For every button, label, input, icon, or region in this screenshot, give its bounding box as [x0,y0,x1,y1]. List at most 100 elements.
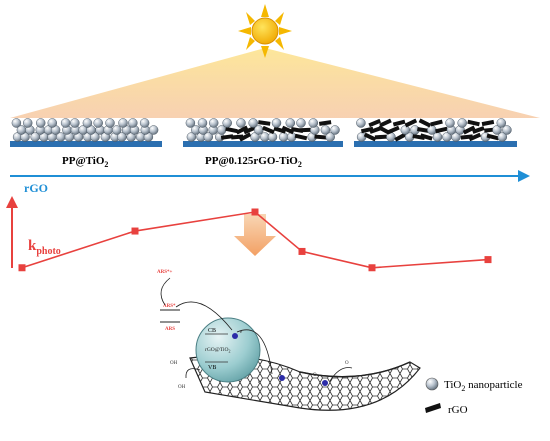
tio2-particle [93,118,103,128]
tio2-particle [497,132,508,142]
vb-label: VB [208,365,216,371]
e-label: e [240,330,243,335]
ars-star-label: ARS* [163,304,176,309]
tio2-particle [203,132,214,142]
rgo-flake [486,133,500,141]
rgo-flake [238,132,252,142]
kphoto-point [484,256,492,264]
tio2-legend-icon [425,377,439,391]
tio2-particle [451,132,461,142]
sun-icon [238,4,292,58]
rgo-flake [430,119,443,127]
rgo-flake [363,132,377,142]
rgo-flake [220,134,234,140]
kphoto-arrow [6,196,18,268]
particle-layer-1 [11,118,159,142]
rgo-flake [314,134,327,140]
particle-label: rGO@TiO2 [205,347,231,354]
rgo-flake [387,125,400,135]
tio2-particle [502,125,512,135]
rgo-flake [462,125,476,135]
rgo-flake [273,126,287,134]
ars-star-plus-label: ARS*+ [157,270,173,275]
down-arrow [234,214,276,256]
rgo-flake [472,126,485,134]
kphoto-point [368,264,376,272]
legend: TiO2 nanoparticle rGO [425,377,523,416]
tio2-particle [47,118,58,128]
rgo-flake [417,127,430,133]
rgo-flake [418,118,432,128]
rgo-flake [468,132,482,142]
tio2-particle [296,118,306,128]
rgo-flake [377,125,391,135]
tio2-particle [111,125,122,135]
tio2-particle [356,132,367,142]
tio2-particle [22,118,33,128]
tio2-particle [236,118,246,128]
kphoto-point [18,264,26,272]
electron-dot [232,333,238,339]
rgo-flake [243,125,256,135]
tio2-legend-label: TiO2 nanoparticle [444,379,523,393]
o2-label: O [313,373,317,378]
tio2-particle [11,118,22,128]
particle-layer-3 [356,118,512,142]
tio2-particle [492,125,502,135]
tio2-particle [445,118,455,128]
rgo-flake [262,125,275,135]
sample-1-label: PP@TiO2 [62,155,108,169]
rgo-flake [318,120,332,126]
kphoto-point [251,208,259,216]
tio2-particle [325,132,335,142]
tio2-particle [278,132,289,142]
reaction-arrows [160,277,353,382]
tio2-particle [185,118,196,128]
rgo-flake [420,133,433,141]
tio2-particle [139,118,150,128]
rgo-flake [404,118,418,128]
ars-label: ARS [165,327,175,332]
tio2-particle [117,132,127,142]
oh-minus-label: OH [170,361,178,366]
tio2-particle [222,118,232,128]
tio2-particle [118,118,128,128]
rgo-flake [235,125,249,135]
tio2-particle [208,118,219,128]
tio2-particle [197,118,208,128]
kphoto-line [21,211,489,269]
ars-levels [160,309,180,323]
sample-2-label: PP@0.125rGO-TiO2 [205,155,302,169]
rgo-flake [394,132,407,142]
cb-label: CB [208,328,216,334]
tio2-particle [105,118,115,128]
tio2-particle [330,125,340,135]
tio2-particle [70,118,80,128]
electron-dot [279,375,285,381]
tio2-particle [285,118,296,128]
tio2-particle [457,118,467,128]
rgo-flake [374,134,388,140]
rgo-flake [467,119,480,127]
rgo-flake [392,119,406,127]
kphoto-chart [18,208,492,272]
tio2-particle [82,118,93,128]
rgo-arrow [10,170,530,182]
oh-radical-label: OH [178,385,186,390]
rgo-flake [299,127,312,133]
h-label: h [258,380,261,385]
rgo-flake [294,133,308,141]
substrate-2 [183,141,343,147]
rgo-flake [225,126,238,134]
tio2-particle [400,125,411,135]
tio2-particle [496,118,507,128]
kphoto-point [298,247,306,255]
rgo-flake [360,126,374,134]
rgo-legend-label: rGO [448,404,468,416]
rgo-flake [281,125,295,135]
tio2-particle [60,118,71,128]
rgo-flake [412,133,425,141]
tio2-particle [271,118,282,128]
